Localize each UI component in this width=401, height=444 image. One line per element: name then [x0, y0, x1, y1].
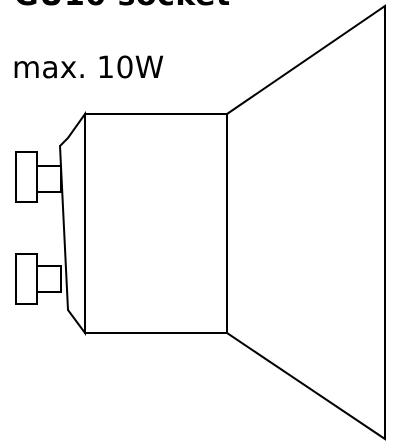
lower-pin-head: [15, 253, 38, 305]
lower-pin-stem: [36, 265, 62, 293]
upper-pin-stem: [36, 165, 62, 193]
base-neck: [58, 110, 86, 337]
base-body: [84, 113, 228, 334]
diagram-title: GU10 socket: [14, 0, 231, 13]
upper-pin-head: [15, 151, 38, 203]
wattage-label: max. 10W: [12, 51, 165, 86]
reflector-cone: [226, 4, 386, 441]
